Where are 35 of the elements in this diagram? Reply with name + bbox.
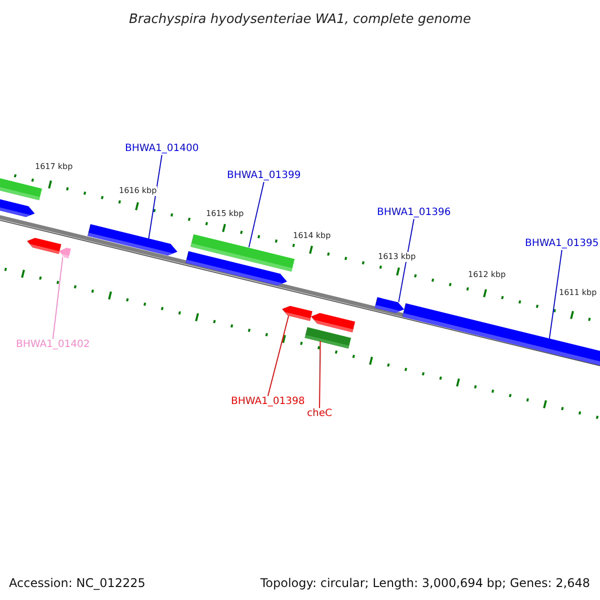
position-label: 1615 kbp: [206, 209, 244, 219]
gene-feature: [58, 246, 71, 258]
title: Brachyspira hyodysenteriae WA1, complete genome: [128, 11, 472, 29]
gene-label: cheC: [307, 408, 332, 420]
gene-feature: [310, 310, 356, 332]
gene-feature: [0, 196, 36, 218]
leader-line: [267, 315, 290, 396]
leader-line: [548, 250, 562, 339]
gene-label: BHWA1_01396: [377, 207, 451, 219]
gene-label: BHWA1_01395: [525, 238, 599, 250]
gene-feature: [186, 251, 288, 288]
gene-feature: [26, 236, 62, 254]
gene-label: BHWA1_01400: [125, 143, 199, 155]
leader-line: [248, 182, 264, 248]
gene-bar: [0, 176, 42, 200]
position-label: 1617 kbp: [35, 162, 73, 172]
genome-info-text: Topology: circular; Length: 3,000,694 bp; Genes: 2,648: [260, 575, 590, 592]
position-label: 1612 kbp: [468, 270, 506, 280]
leader-line: [148, 154, 162, 239]
gene-bar: [402, 303, 600, 367]
leader-line: [319, 340, 321, 408]
gene-label: BHWA1_01399: [227, 170, 301, 182]
leader-line: [52, 256, 64, 340]
gene-label: BHWA1_01398: [231, 396, 305, 408]
position-label: 1614 kbp: [293, 231, 331, 241]
gene-bar: [304, 326, 352, 348]
gene-feature: [280, 304, 312, 321]
position-label: 1613 kbp: [378, 252, 416, 262]
leader-line: [398, 218, 414, 302]
gene-feature: [374, 296, 406, 314]
gene-label: BHWA1_01402: [16, 339, 90, 351]
gene-feature: [88, 224, 179, 258]
accession-text: Accession: NC_012225: [9, 575, 146, 592]
position-label: 1611 kbp: [559, 288, 597, 298]
position-label: 1616 kbp: [119, 186, 157, 196]
